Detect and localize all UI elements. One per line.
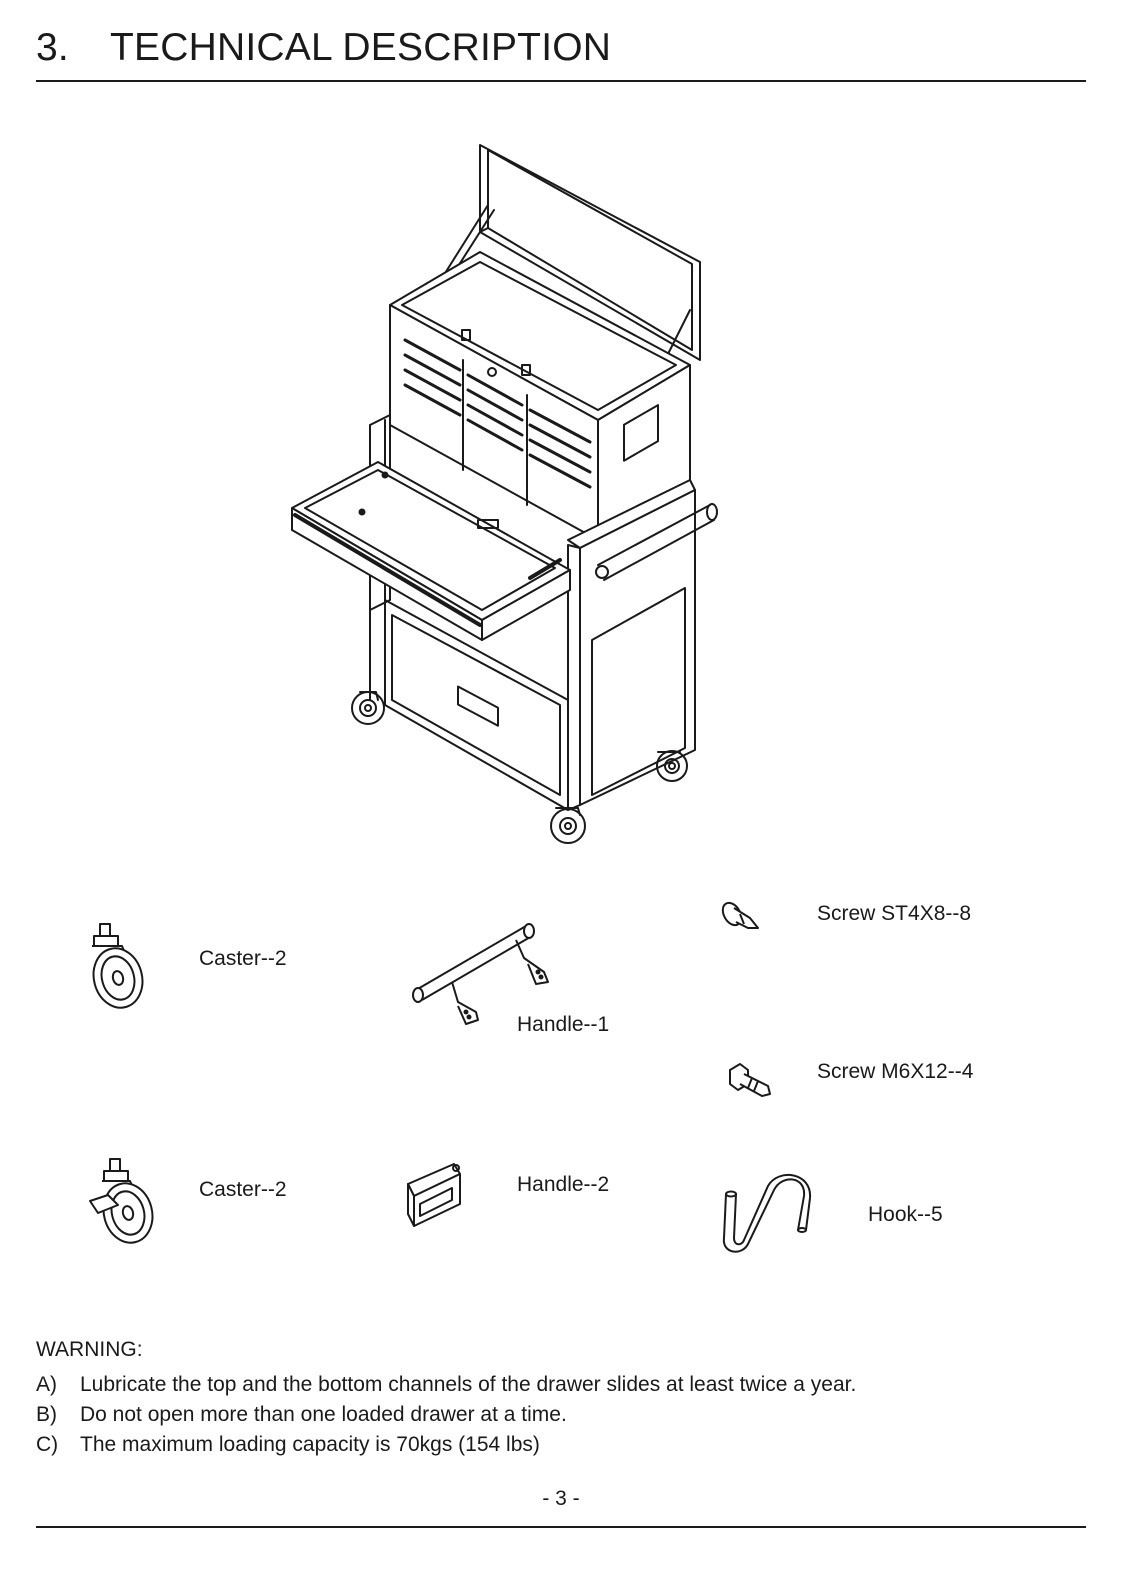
page-number: - 3 - bbox=[542, 1487, 580, 1510]
caster-icon bbox=[82, 920, 148, 1012]
section-title: TECHNICAL DESCRIPTION bbox=[110, 26, 612, 69]
screw-m6x12-icon bbox=[726, 1060, 776, 1100]
part-label-brake-caster: Caster--2 bbox=[199, 1178, 287, 1201]
part-label-handle-2: Handle--2 bbox=[517, 1173, 610, 1196]
part-label-handle-1: Handle--1 bbox=[517, 1013, 610, 1036]
warning-item: B) Do not open more than one loaded draw… bbox=[36, 1400, 856, 1430]
warning-item-text: Lubricate the top and the bottom channel… bbox=[80, 1373, 857, 1396]
warning-item: A) Lubricate the top and the bottom chan… bbox=[36, 1370, 856, 1400]
warning-block: WARNING: A) Lubricate the top and the bo… bbox=[36, 1338, 856, 1460]
warning-item-letter: A) bbox=[36, 1373, 57, 1396]
header-rule bbox=[36, 80, 1086, 82]
footer-rule bbox=[36, 1526, 1086, 1528]
part-label-screw-st4x8: Screw ST4X8--8 bbox=[817, 902, 972, 925]
warning-item: C) The maximum loading capacity is 70kgs… bbox=[36, 1430, 856, 1460]
part-label-hook: Hook--5 bbox=[868, 1203, 943, 1226]
side-handle-icon bbox=[404, 1160, 464, 1230]
bar-handle-icon bbox=[408, 920, 558, 1030]
warning-item-text: The maximum loading capacity is 70kgs (1… bbox=[80, 1433, 540, 1456]
section-number: 3. bbox=[36, 26, 69, 69]
screw-st4x8-icon bbox=[720, 898, 764, 934]
warning-item-letter: B) bbox=[36, 1403, 57, 1426]
brake-caster-icon bbox=[88, 1155, 160, 1247]
warning-item-text: Do not open more than one loaded drawer … bbox=[80, 1403, 567, 1426]
part-label-screw-m6x12: Screw M6X12--4 bbox=[817, 1060, 974, 1083]
section-heading: 3. TECHNICAL DESCRIPTION bbox=[36, 26, 611, 70]
part-label-caster: Caster--2 bbox=[199, 947, 287, 970]
hook-icon bbox=[716, 1172, 816, 1258]
warning-item-letter: C) bbox=[36, 1433, 59, 1456]
tool-cart-illustration bbox=[280, 140, 720, 850]
warning-title: WARNING: bbox=[36, 1338, 143, 1361]
